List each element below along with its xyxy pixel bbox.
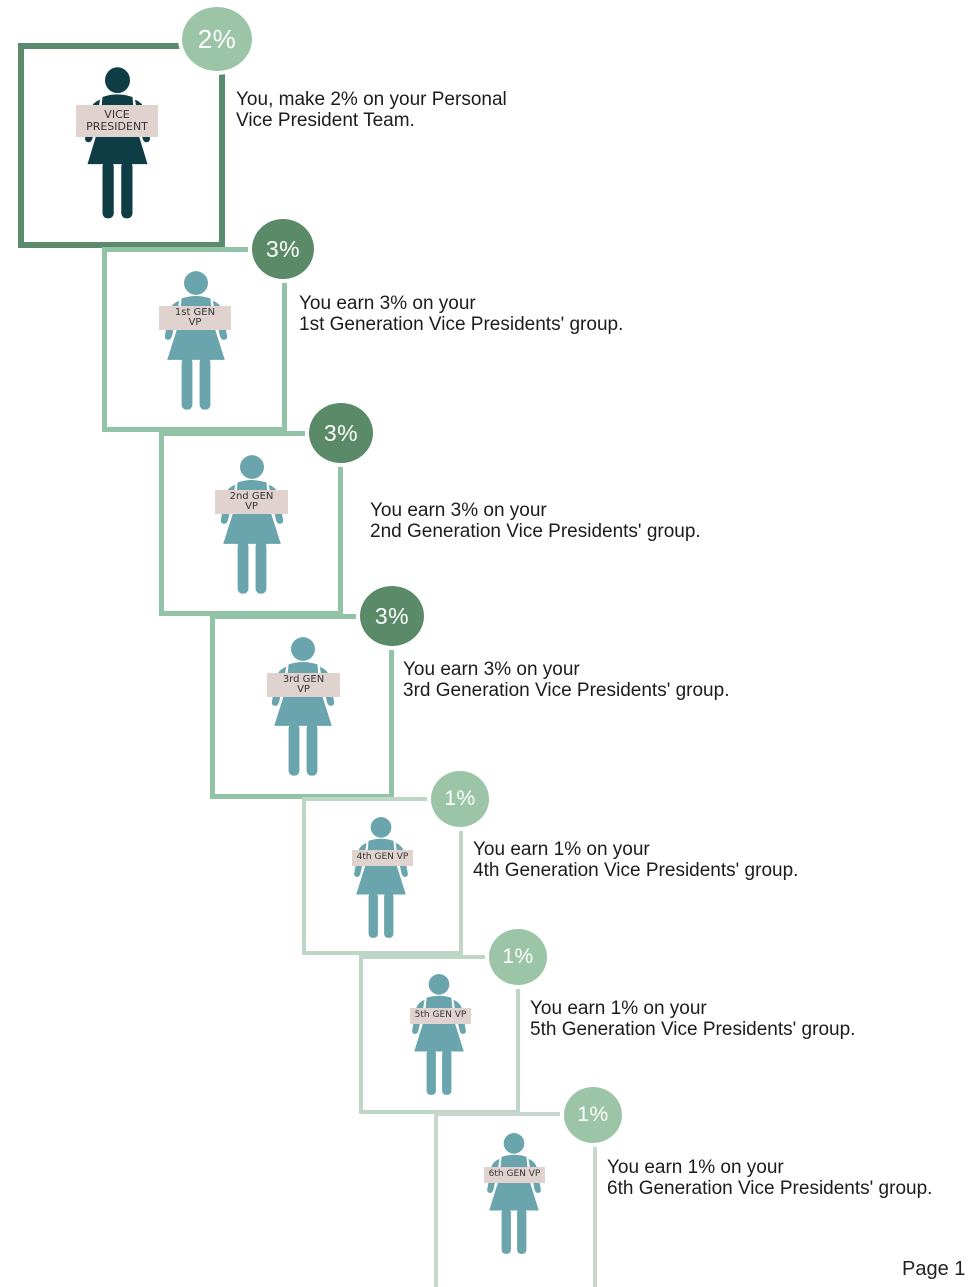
percent-badge: 1%: [427, 767, 493, 831]
level-box: [159, 431, 343, 616]
person-icon: [483, 1132, 545, 1256]
description-line: You earn 3% on your: [370, 500, 547, 521]
role-label-line: 6th GEN VP: [488, 1169, 541, 1180]
role-label-line: PRESIDENT: [86, 120, 148, 133]
description-line: 6th Generation Vice Presidents' group.: [607, 1178, 933, 1199]
role-label: 5th GEN VP: [410, 1008, 471, 1024]
description-line: You earn 1% on your: [473, 839, 650, 860]
description-line: 5th Generation Vice Presidents' group.: [530, 1019, 856, 1040]
role-label-line: VP: [188, 317, 202, 328]
role-label-line: 2nd GEN: [229, 490, 274, 502]
description-line: You earn 3% on your: [403, 659, 580, 680]
percent-badge: 3%: [248, 215, 318, 283]
percent-badge: 1%: [560, 1083, 626, 1147]
description-line: 4th Generation Vice Presidents' group.: [473, 860, 799, 881]
role-label-line: VICE: [104, 108, 130, 122]
percent-badge: 3%: [356, 582, 428, 650]
percent-badge: 1%: [485, 925, 551, 989]
description-line: You earn 1% on your: [530, 998, 707, 1019]
person-icon: [216, 454, 288, 596]
percent-badge: 3%: [305, 399, 377, 467]
role-label-line: VP: [245, 501, 258, 512]
percent-badge: 2%: [178, 3, 256, 75]
role-label-line: 3rd GEN: [282, 673, 325, 685]
role-label: 4th GEN VP: [352, 850, 413, 866]
description-line: 1st Generation Vice Presidents' group.: [299, 314, 624, 335]
description-line: Vice President Team.: [236, 110, 415, 131]
description-line: You, make 2% on your Personal: [236, 89, 507, 110]
description-line: You earn 1% on your: [607, 1157, 784, 1178]
person-icon: [80, 66, 155, 221]
role-label-line: 5th GEN VP: [414, 1010, 467, 1021]
description-line: You earn 3% on your: [299, 293, 476, 314]
person-icon: [267, 636, 339, 778]
role-label: 6th GEN VP: [484, 1167, 545, 1183]
role-label-line: VP: [297, 684, 310, 695]
person-icon: [160, 270, 232, 412]
person-icon: [408, 973, 470, 1097]
person-icon: [350, 816, 412, 940]
role-label-line: 4th GEN VP: [356, 852, 409, 863]
role-label-line: 1st GEN: [174, 306, 216, 318]
level-box: [434, 1112, 597, 1287]
description-line: 3rd Generation Vice Presidents' group.: [403, 680, 730, 701]
description-line: 2nd Generation Vice Presidents' group.: [370, 521, 701, 542]
